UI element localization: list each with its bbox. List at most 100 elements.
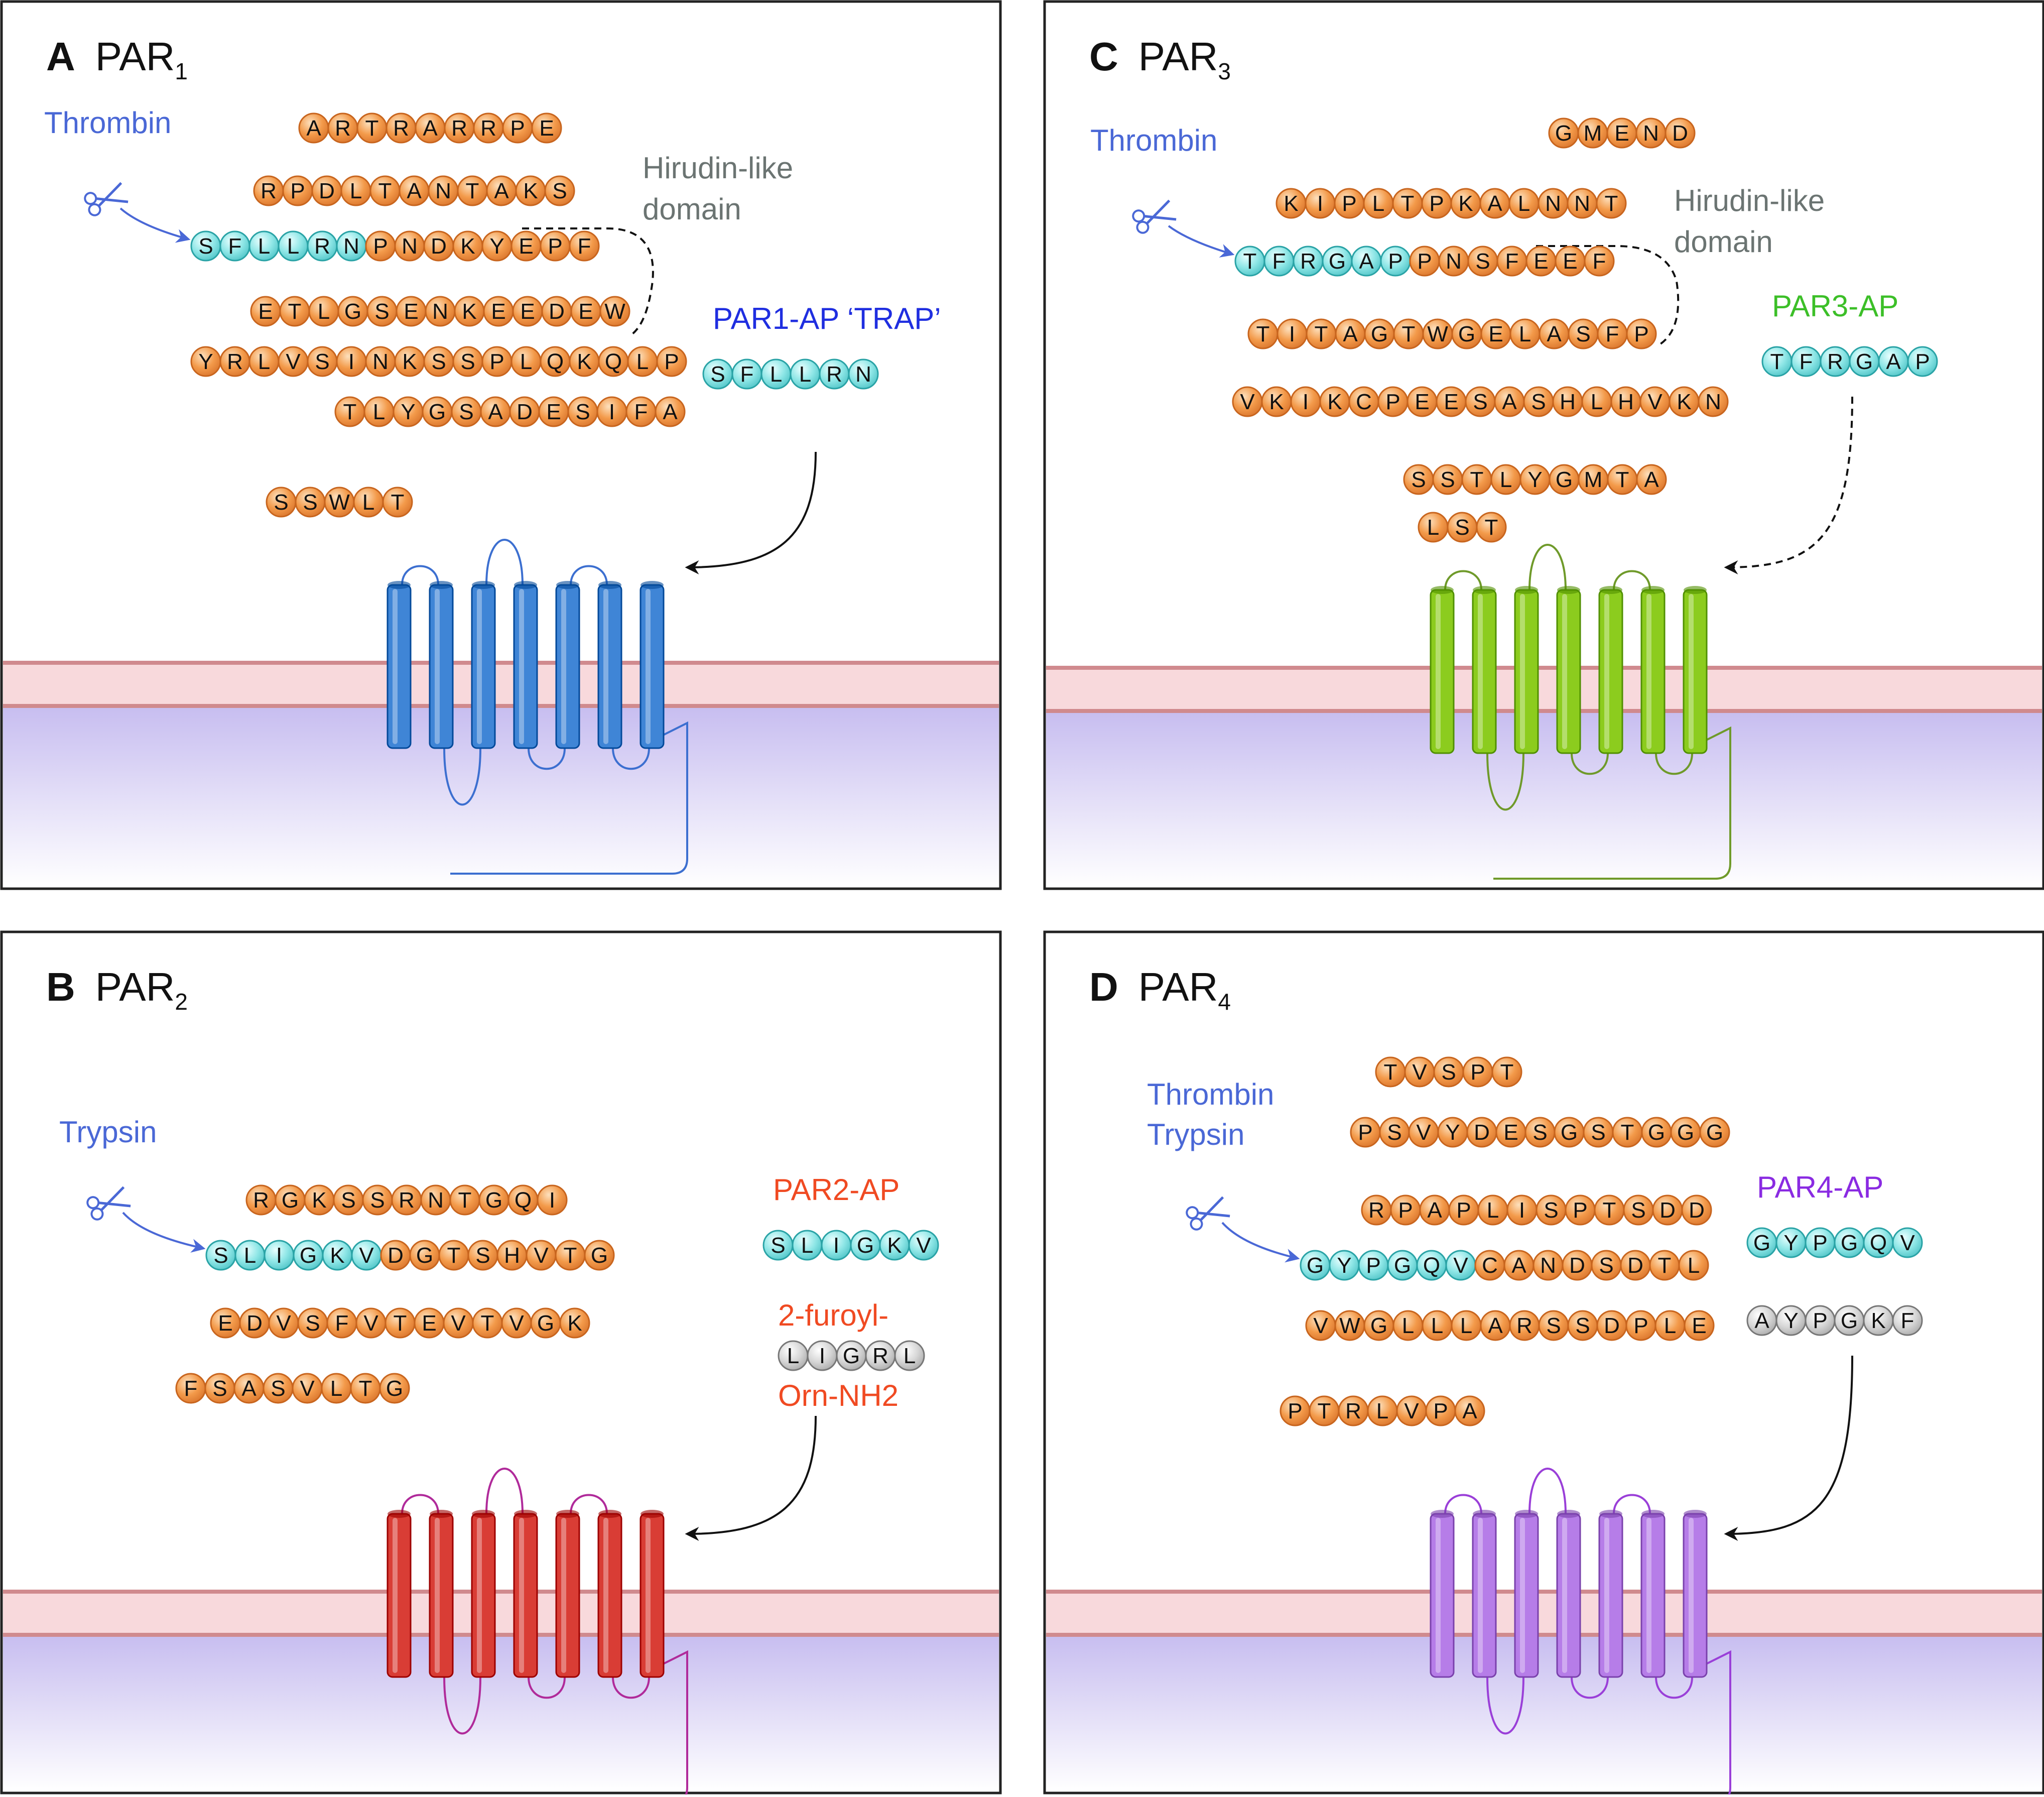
- helix-cap: [598, 581, 621, 589]
- residue-letter: E: [258, 299, 273, 324]
- c-terminal-tail: [450, 721, 688, 875]
- residue-letter: M: [1584, 467, 1603, 492]
- residue-bead: L: [1418, 512, 1449, 543]
- residue-letter: S: [1591, 1120, 1605, 1145]
- residue-letter: V: [1647, 390, 1663, 414]
- residue-bead: S: [452, 346, 483, 377]
- agonist-label: Orn-NH2: [778, 1379, 899, 1412]
- residue-bead: V: [1404, 1056, 1435, 1088]
- residue-letter: S: [271, 1376, 285, 1401]
- transmembrane-helix: [1430, 586, 1455, 754]
- residue-bead: P: [1390, 1194, 1421, 1226]
- residue-letter: W: [1427, 322, 1448, 346]
- helix-highlight: [393, 1518, 398, 1673]
- residue-letter: N: [402, 234, 418, 259]
- panel-subscript: 4: [1218, 989, 1231, 1015]
- residue-letter: R: [227, 349, 243, 374]
- residue-bead: H: [1552, 386, 1583, 417]
- residue-circle: [656, 346, 687, 377]
- residue-letter: A: [241, 1376, 257, 1401]
- residue-letter: S: [431, 349, 446, 374]
- residue-bead: D: [1652, 1194, 1683, 1226]
- residue-bead: S: [366, 296, 398, 327]
- residue-bead: N: [425, 296, 456, 327]
- agonist-residue: G: [1834, 1305, 1865, 1336]
- residue-bead: P: [1377, 386, 1409, 417]
- residue-letter: P: [1388, 249, 1402, 274]
- residue-bead: G: [293, 1240, 324, 1271]
- agonist-label: 2-furoyl-: [778, 1298, 888, 1332]
- residue-letter: D: [549, 299, 565, 324]
- residue-letter: L: [318, 299, 330, 324]
- agonist-residue: P: [1805, 1305, 1836, 1336]
- residue-letter: P: [1633, 1313, 1648, 1338]
- extracellular-loop: [570, 565, 608, 585]
- residue-letter: G: [591, 1243, 608, 1268]
- helix-highlight: [1478, 594, 1483, 749]
- agonist-residue: A: [1746, 1305, 1777, 1336]
- residue-letter: F: [578, 234, 591, 259]
- residue-letter: V: [1900, 1231, 1915, 1255]
- residue-bead: L: [353, 487, 384, 518]
- residue-bead: D: [1665, 117, 1696, 149]
- residue-letter: G: [1841, 1308, 1858, 1333]
- residue-letter: L: [258, 234, 270, 259]
- residue-letter: L: [373, 400, 385, 424]
- residue-letter: A: [1511, 1253, 1526, 1278]
- residue-letter: T: [359, 1376, 372, 1401]
- cytosol: [3, 1635, 999, 1791]
- residue-bead: T: [279, 296, 310, 327]
- residue-bead: P: [656, 346, 687, 377]
- residue-letter: F: [740, 362, 754, 387]
- panel-letter: B: [46, 965, 75, 1009]
- residue-bead: R: [473, 112, 504, 144]
- residue-letter: V: [1240, 390, 1255, 414]
- helix-cap: [1641, 1510, 1665, 1518]
- residue-letter: S: [1531, 390, 1546, 414]
- residue-letter: N: [1574, 191, 1590, 216]
- residue-letter: E: [1444, 390, 1458, 414]
- extracellular-loop: [1613, 1494, 1651, 1514]
- enzyme-label: Thrombin: [44, 106, 171, 140]
- residue-bead: L: [278, 230, 309, 262]
- activation-arrow: [685, 1415, 817, 1541]
- helix-body: [597, 1513, 622, 1678]
- agonist-residue: S: [762, 1230, 794, 1261]
- residue-circle: [1698, 386, 1729, 417]
- panel-receptor-name: PAR: [95, 965, 175, 1009]
- residue-letter: N: [1540, 1253, 1556, 1278]
- residue-bead: T: [1306, 318, 1337, 349]
- residue-bead: A: [1480, 1310, 1511, 1341]
- residue-letter: F: [1606, 322, 1619, 346]
- residue-letter: S: [552, 179, 567, 203]
- helix-highlight: [1689, 594, 1694, 749]
- residue-bead: E: [396, 296, 427, 327]
- agonist-residue: R: [865, 1340, 896, 1371]
- helix-body: [471, 1513, 496, 1678]
- residue-bead: L: [1422, 1310, 1453, 1341]
- residue-letter: E: [218, 1311, 232, 1336]
- residue-bead: D: [380, 1240, 411, 1271]
- membrane-bilayer: [1046, 1592, 2042, 1635]
- residue-bead: E: [210, 1307, 241, 1339]
- residue-letter: I: [549, 1188, 555, 1213]
- residue-bead: G: [337, 296, 368, 327]
- residue-letter: S: [213, 1243, 228, 1268]
- residue-bead: S: [297, 1307, 328, 1339]
- residue-bead: L: [510, 346, 542, 377]
- residue-letter: S: [771, 1233, 785, 1258]
- residue-circle: [1247, 318, 1279, 349]
- residue-bead: S: [1465, 386, 1496, 417]
- residue-bead: T: [438, 1240, 469, 1271]
- residue-letter: V: [359, 1243, 374, 1268]
- residue-letter: R: [1300, 249, 1316, 274]
- residue-letter: E: [578, 299, 593, 324]
- extracellular-loop: [401, 565, 439, 585]
- residue-letter: R: [872, 1344, 888, 1368]
- helix-cap: [1641, 586, 1665, 594]
- residue-letter: P: [1366, 1253, 1380, 1278]
- scissors-handle: [88, 203, 101, 216]
- residue-letter: G: [1561, 1120, 1578, 1145]
- residue-circle: [1584, 246, 1615, 277]
